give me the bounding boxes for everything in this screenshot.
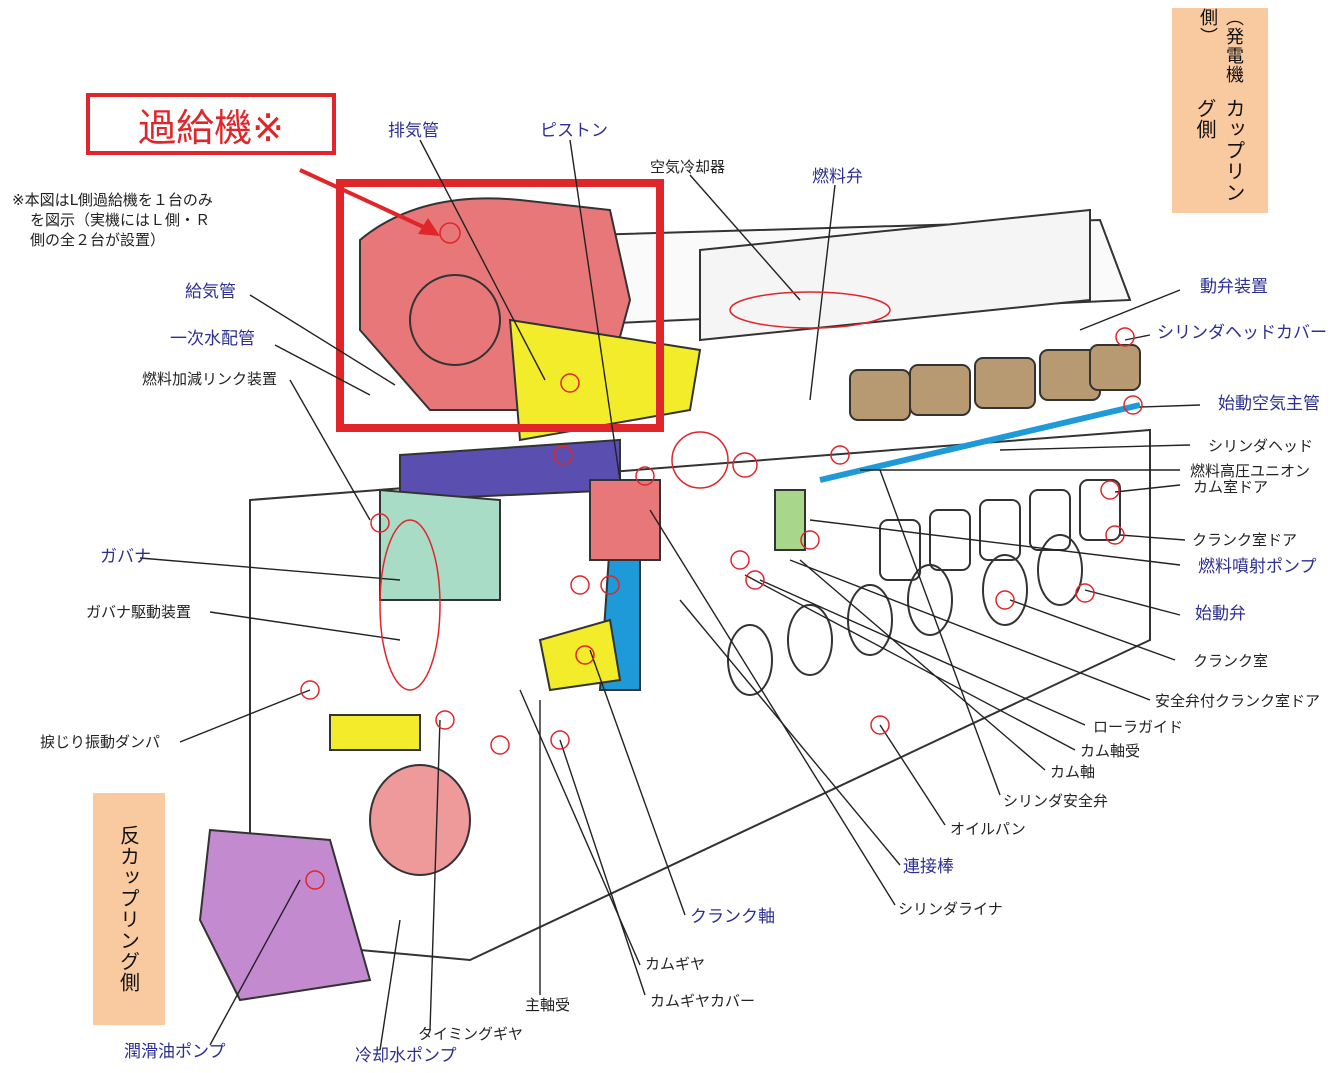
label-valve-gear: 動弁装置 <box>1200 277 1268 297</box>
governor-mint <box>379 488 501 601</box>
label-crank-room-door: クランク室ドア <box>1192 531 1298 549</box>
label-primary-water-pipe: 一次水配管 <box>170 329 255 349</box>
starting-air-pipe <box>819 402 1141 483</box>
markers <box>300 222 1143 890</box>
anti-coupling-side-label: 反カップリング側 <box>116 825 141 993</box>
label-cam-gear: カムギヤ <box>645 955 706 973</box>
footnote-line-3: 側の全２台が設置） <box>30 231 166 249</box>
label-torsional-damper: 捩じり振動ダンパ <box>40 733 161 751</box>
footnote-line-1: ※本図はL側過給機を１台のみ <box>12 191 213 209</box>
fuel-injection-pump-green <box>774 489 806 551</box>
head-covers-brown <box>849 344 1141 421</box>
label-lube-oil-pump: 潤滑油ポンプ <box>124 1042 226 1062</box>
coupling-side-label: カップリング側 <box>1193 97 1246 203</box>
leader-lines <box>139 139 1201 1051</box>
air-cooler-body <box>699 208 1091 342</box>
turbocharger-arrow <box>299 168 431 232</box>
label-cylinder-liner: シリンダライナ <box>898 900 1003 918</box>
label-fuel-link: 燃料加減リンク装置 <box>142 370 278 388</box>
label-crank-room: クランク室 <box>1193 652 1269 670</box>
turbocharger-highlight-frame <box>336 179 664 432</box>
label-cylinder-head-cover: シリンダヘッドカバー <box>1157 323 1327 343</box>
label-starting-air-main: 始動空気主管 <box>1218 394 1320 414</box>
label-camshaft: カム軸 <box>1050 763 1096 781</box>
label-oil-pan: オイルパン <box>950 820 1026 838</box>
crankshaft-yellow <box>538 618 622 692</box>
anti-coupling-side-box: 反カップリング側 <box>93 793 165 1025</box>
cooling-pump-pink <box>369 764 471 876</box>
label-main-bearing: 主軸受 <box>525 996 571 1014</box>
label-safety-valve-door: 安全弁付クランク室ドア <box>1155 692 1321 710</box>
label-starting-valve: 始動弁 <box>1195 604 1246 624</box>
label-cam-room-door: カム室ドア <box>1193 478 1269 496</box>
label-cylinder-head: シリンダヘッド <box>1208 437 1314 455</box>
torsional-damper-yellow <box>329 714 421 751</box>
label-roller-guide: ローラガイド <box>1093 718 1184 736</box>
label-governor: ガバナ <box>100 547 151 567</box>
label-timing-gear: タイミングギヤ <box>418 1025 524 1043</box>
turbocharger-arrow-head <box>418 218 440 236</box>
label-connecting-rod: 連接棒 <box>903 857 954 877</box>
label-cooling-water-pump: 冷却水ポンプ <box>355 1046 457 1066</box>
label-fuel-hp-union: 燃料高圧ユニオン <box>1190 462 1311 480</box>
piston-salmon <box>589 479 661 561</box>
label-air-cooler: 空気冷却器 <box>650 158 726 176</box>
label-piston: ピストン <box>540 121 608 141</box>
label-exhaust-pipe: 排気管 <box>388 121 439 141</box>
footnote-line-2: を図示（実機にはＬ側・Ｒ <box>30 211 211 229</box>
label-cylinder-safety-valve: シリンダ安全弁 <box>1003 792 1109 810</box>
label-camshaft-bearing: カム軸受 <box>1080 742 1141 760</box>
label-governor-drive: ガバナ駆動装置 <box>86 603 192 621</box>
coupling-side-sub-label: （発電機側） <box>1197 8 1244 84</box>
lube-oil-pump-violet <box>198 828 372 1002</box>
turbocharger-title: 過給機※ <box>86 93 336 155</box>
label-cam-gear-cover: カムギヤカバー <box>650 992 756 1010</box>
label-intake-pipe: 給気管 <box>185 282 236 302</box>
footnote: ※本図はL側過給機を１台のみ を図示（実機にはＬ側・Ｒ 側の全２台が設置） <box>12 190 213 250</box>
label-crankshaft: クランク軸 <box>690 907 775 927</box>
label-fuel-valve: 燃料弁 <box>812 167 863 187</box>
coupling-side-box: カップリング側 （発電機側） <box>1172 8 1268 213</box>
intake-manifold-purple <box>399 438 621 502</box>
label-fuel-injection-pump: 燃料噴射ポンプ <box>1198 557 1317 577</box>
